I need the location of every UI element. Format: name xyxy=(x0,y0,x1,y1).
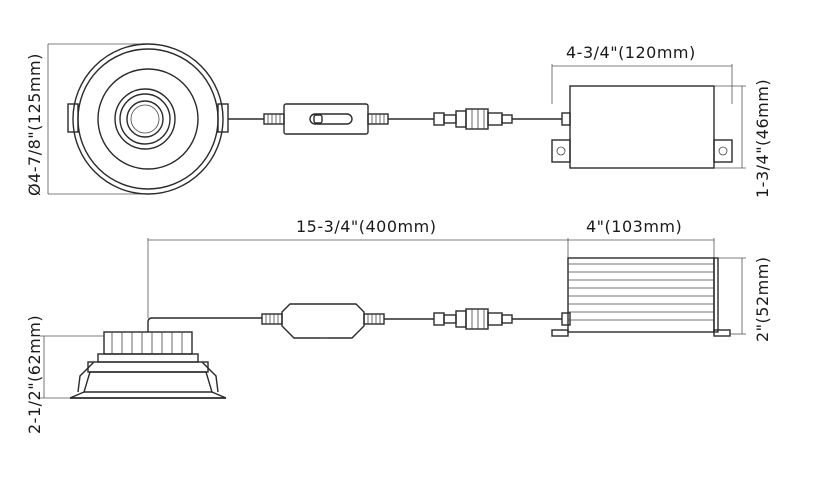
quick-connector-side xyxy=(433,308,513,330)
driver-side-cable-entry xyxy=(561,312,571,326)
side-view: 15-3/4"(400mm) 4"(103mm) xyxy=(25,217,772,434)
cable-side-1 xyxy=(147,317,262,332)
cct-switch-box-side xyxy=(281,303,365,339)
cable-gland-side-2 xyxy=(363,313,385,325)
diameter-label: Ø4-7/8"(125mm) xyxy=(25,53,44,196)
bottom-height-label: 2"(52mm) xyxy=(753,256,772,342)
cct-switch-box xyxy=(283,103,369,135)
top-height-label: 1-3/4"(46mm) xyxy=(753,79,772,198)
cable-gland-side-1 xyxy=(261,313,283,325)
downlight-side xyxy=(69,331,227,399)
top-width-label: 4-3/4"(120mm) xyxy=(566,43,696,62)
fixture-height-label: 2-1/2"(62mm) xyxy=(25,315,44,434)
driver-top xyxy=(551,85,733,169)
cable-gland-2 xyxy=(367,113,389,125)
cable-length-label: 15-3/4"(400mm) xyxy=(296,217,436,236)
driver-cable-entry xyxy=(561,112,571,126)
downlight-top xyxy=(72,43,224,195)
quick-connector-top xyxy=(433,108,513,130)
cable-gland-1 xyxy=(263,113,285,125)
driver-side xyxy=(551,257,731,337)
bottom-width-label: 4"(103mm) xyxy=(586,217,682,236)
top-view: Ø4-7/8"(125mm) xyxy=(25,43,772,198)
